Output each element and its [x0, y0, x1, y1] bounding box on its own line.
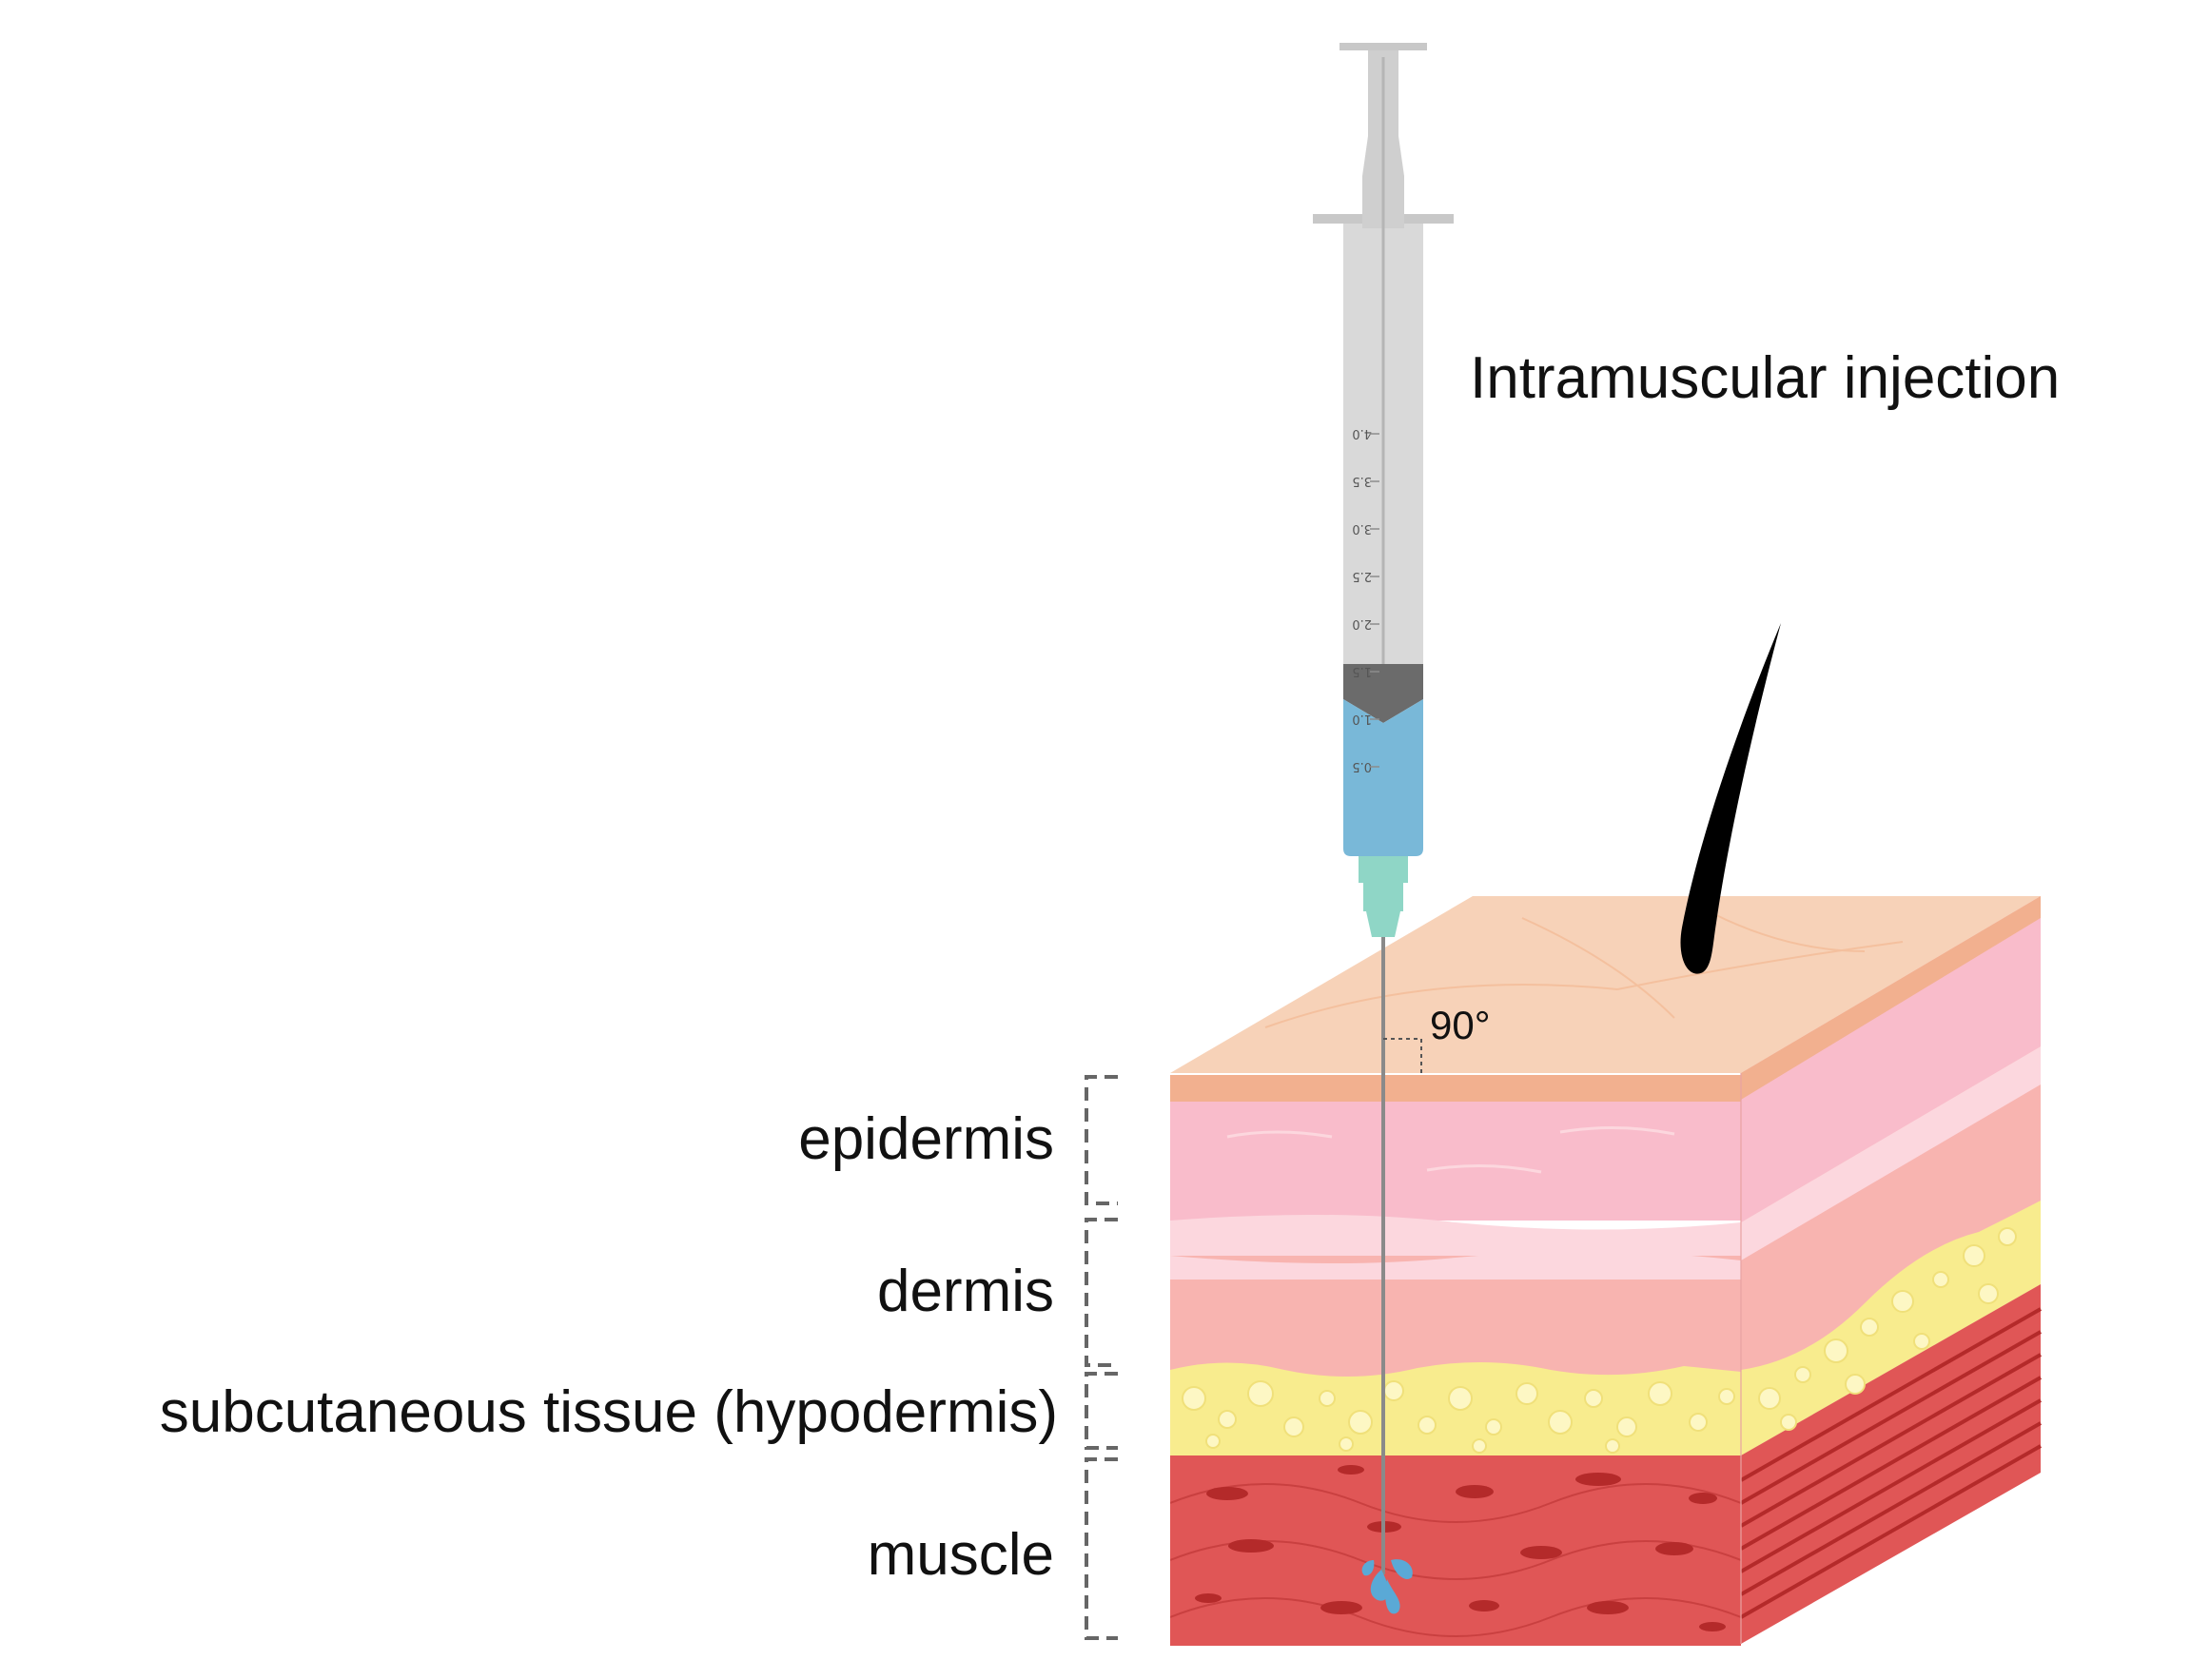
syringe-scale-label: 1.0 [1352, 712, 1372, 726]
layer-label-dermis: dermis [877, 1259, 1054, 1324]
layer-label-muscle: muscle [868, 1522, 1054, 1588]
layer-label-epidermis: epidermis [798, 1106, 1054, 1172]
syringe-scale-label: 2.5 [1352, 569, 1372, 583]
syringe-scale: 4.0 3.5 3.0 2.5 2.0 1.5 1.0 0.5 [1352, 426, 1379, 773]
bracket-subcutaneous [1085, 1372, 1118, 1450]
bracket-muscle [1085, 1457, 1118, 1640]
layer-label-subcutaneous: subcutaneous tissue (hypodermis) [160, 1379, 1058, 1445]
syringe: 4.0 3.5 3.0 2.5 2.0 1.5 1.0 0.5 [1313, 43, 1454, 1574]
diagram-title: Intramuscular injection [1470, 345, 2060, 411]
syringe-scale-label: 1.5 [1352, 664, 1372, 678]
layer-brackets [1085, 1075, 1118, 1640]
right-angle-marker [1383, 1038, 1422, 1073]
drops-icon [1361, 1559, 1413, 1614]
bracket-epidermis [1085, 1075, 1118, 1205]
syringe-scale-label: 3.0 [1352, 521, 1372, 536]
angle-label: 90° [1430, 1003, 1491, 1047]
skin-surface [1170, 896, 2041, 1073]
hair-icon [1680, 623, 1781, 974]
syringe-scale-label: 2.0 [1352, 616, 1372, 631]
syringe-scale-label: 0.5 [1352, 759, 1372, 773]
skin-block [1170, 896, 2042, 1646]
bracket-dermis [1085, 1218, 1118, 1367]
syringe-scale-label: 4.0 [1352, 426, 1372, 440]
syringe-scale-label: 3.5 [1352, 474, 1372, 488]
